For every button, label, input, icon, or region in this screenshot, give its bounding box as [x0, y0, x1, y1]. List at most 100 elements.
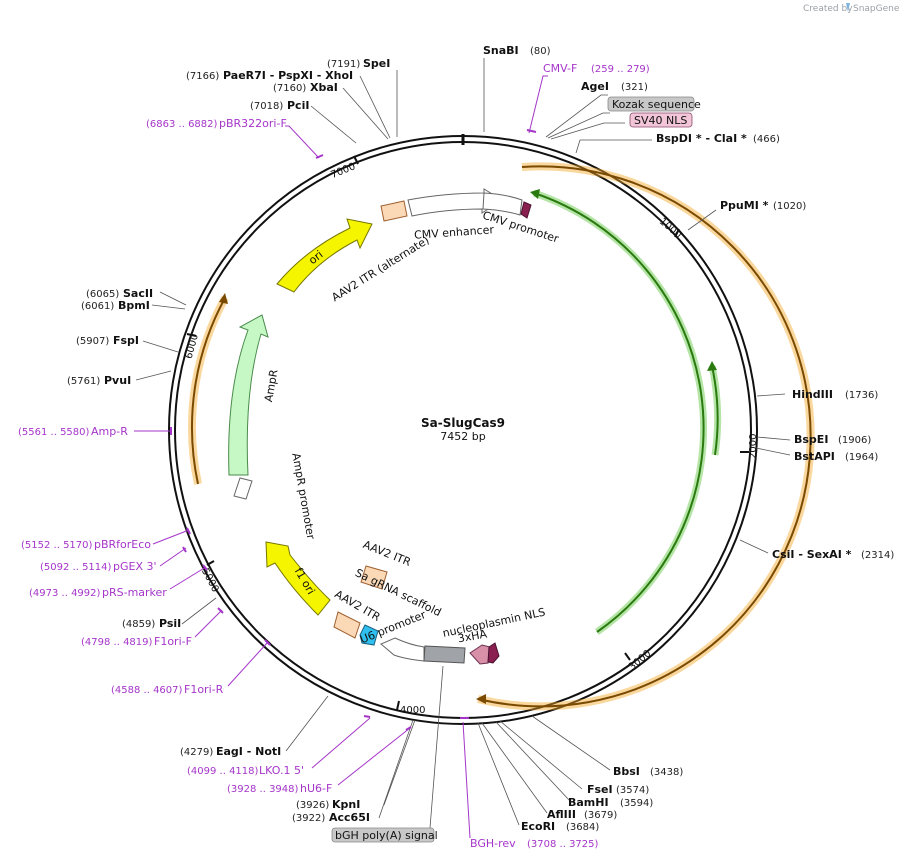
leader-line — [159, 291, 187, 306]
cas9-arc — [533, 192, 705, 633]
site-pos: (4859) — [122, 619, 155, 630]
site-pos: (6061) — [81, 301, 114, 312]
snapgene-watermark: Created by SnapGene — [803, 3, 900, 14]
primer-mark — [526, 129, 537, 133]
site-pos: (2314) — [861, 550, 894, 561]
nucleoplasmin-nls-arrow — [487, 642, 500, 664]
primer-pos: (4973 .. 4992) — [29, 588, 101, 599]
site-labels: SnaBI (80) AgeI (321) BspDI * - ClaI * (… — [67, 44, 894, 833]
primer-bgh-rev: BGH-rev — [470, 837, 516, 850]
plasmid-size: 7452 bp — [440, 430, 485, 443]
primer-leader — [285, 125, 320, 159]
sv40-nls-block — [520, 201, 532, 219]
site-pos: (5761) — [67, 376, 100, 387]
primer-mark — [217, 607, 224, 614]
orf-arcs — [188, 162, 815, 711]
aav2-itr-box — [360, 565, 388, 590]
site-fspi: FspI — [113, 334, 139, 347]
sv40-nls-box — [629, 112, 693, 128]
site-pos: (3922) — [292, 813, 325, 824]
tick-label: 7000 — [329, 161, 357, 181]
site-pvui: PvuI — [104, 374, 131, 387]
site-pos: (3679) — [584, 810, 617, 821]
leader-line — [687, 209, 717, 231]
primer-f1ori-f: F1ori-F — [154, 635, 192, 648]
site-afliii: AflIII — [547, 808, 576, 821]
primer-mark — [315, 154, 324, 159]
tick-mark — [624, 652, 631, 661]
ampr-orf-arc — [191, 297, 226, 485]
leader-line — [495, 721, 571, 802]
leader-line — [499, 720, 583, 790]
site-pos: (3926) — [296, 800, 329, 811]
tick-mark — [674, 228, 680, 238]
aav2-itr-alt-box — [380, 200, 408, 222]
site-csii-sexai: CsiI - SexAI * — [772, 548, 852, 561]
cas9-arc-glow — [532, 189, 708, 635]
feature-label: AmpR — [262, 368, 281, 403]
tick-mark — [396, 700, 400, 711]
site-bbsi: BbsI — [613, 765, 640, 778]
primer-pbrforeco: pBRforEco — [94, 538, 151, 551]
leader-line — [378, 719, 414, 819]
primer-pos: (259 .. 279) — [591, 64, 650, 75]
nls-arc — [711, 365, 719, 456]
ampr-promoter-arrow — [233, 477, 253, 500]
primer-lko1-5: LKO.1 5' — [259, 764, 304, 777]
aav2-itr-box-2 — [333, 611, 361, 639]
boxed-labels: Kozak sequence SV40 NLS bGH poly(A) sign… — [331, 96, 701, 843]
leader-line — [359, 75, 391, 139]
leader-line — [575, 139, 652, 154]
primer-pos: (5152 .. 5170) — [21, 540, 93, 551]
leader-line — [756, 393, 786, 397]
feature-label: 3xHA — [457, 627, 489, 645]
watermark-brand: SnapGene — [853, 4, 900, 14]
site-pos: (7166) — [186, 71, 219, 82]
leader-line — [477, 722, 520, 826]
primer-leader — [227, 641, 269, 687]
site-pos: (6065) — [86, 289, 119, 300]
primer-labels: CMV-F (259 .. 279) BGH-rev (3708 .. 3725… — [18, 62, 650, 850]
leader-line — [739, 539, 769, 554]
sa-grna-scaffold-arrow — [359, 624, 379, 646]
leader-line — [151, 304, 186, 310]
leader-line — [310, 105, 357, 144]
site-pos: (7018) — [250, 101, 283, 112]
primer-mark — [202, 564, 208, 571]
site-pos: (3438) — [650, 767, 683, 778]
primer-hu6-f: hU6-F — [300, 782, 332, 795]
site-pos: (3574) — [616, 785, 649, 796]
site-hindiii: HindIII — [792, 388, 833, 401]
leader-line — [550, 122, 625, 140]
cas9-arcs — [530, 189, 722, 635]
site-pos: (80) — [530, 46, 551, 57]
primer-leader — [462, 721, 471, 839]
primer-amp-r: Amp-R — [91, 425, 128, 438]
site-ecori: EcoRI — [521, 820, 555, 833]
site-pos: (466) — [753, 134, 780, 145]
snapgene-logo-icon — [846, 3, 850, 12]
primer-leader — [159, 547, 187, 567]
site-pcii: PciI — [287, 99, 309, 112]
primer-pos: (4588 .. 4607) — [111, 685, 183, 696]
site-pos: (1964) — [845, 452, 878, 463]
cas9-orf-arc-glow — [477, 162, 815, 711]
primer-leader — [337, 727, 411, 786]
site-bamhi: BamHI — [568, 796, 609, 809]
primer-mark — [264, 639, 271, 646]
leader-line — [342, 87, 389, 140]
primer-cmv-f: CMV-F — [543, 62, 577, 75]
leader-line — [545, 94, 608, 138]
tick-label: 3000 — [627, 648, 654, 673]
ampr-orf-arc-glow — [188, 296, 229, 485]
primer-pos: (4099 .. 4118) — [187, 766, 259, 777]
site-eagi-noti: EagI - NotI — [216, 745, 281, 758]
site-kpni: KpnI — [332, 798, 360, 811]
3xha-arrow — [469, 644, 491, 665]
primer-pos: (5561 .. 5580) — [18, 427, 90, 438]
ampr-arrow — [228, 314, 269, 476]
kozak-box — [607, 96, 695, 112]
site-leader-lines — [135, 58, 791, 826]
leader-line — [142, 340, 179, 353]
